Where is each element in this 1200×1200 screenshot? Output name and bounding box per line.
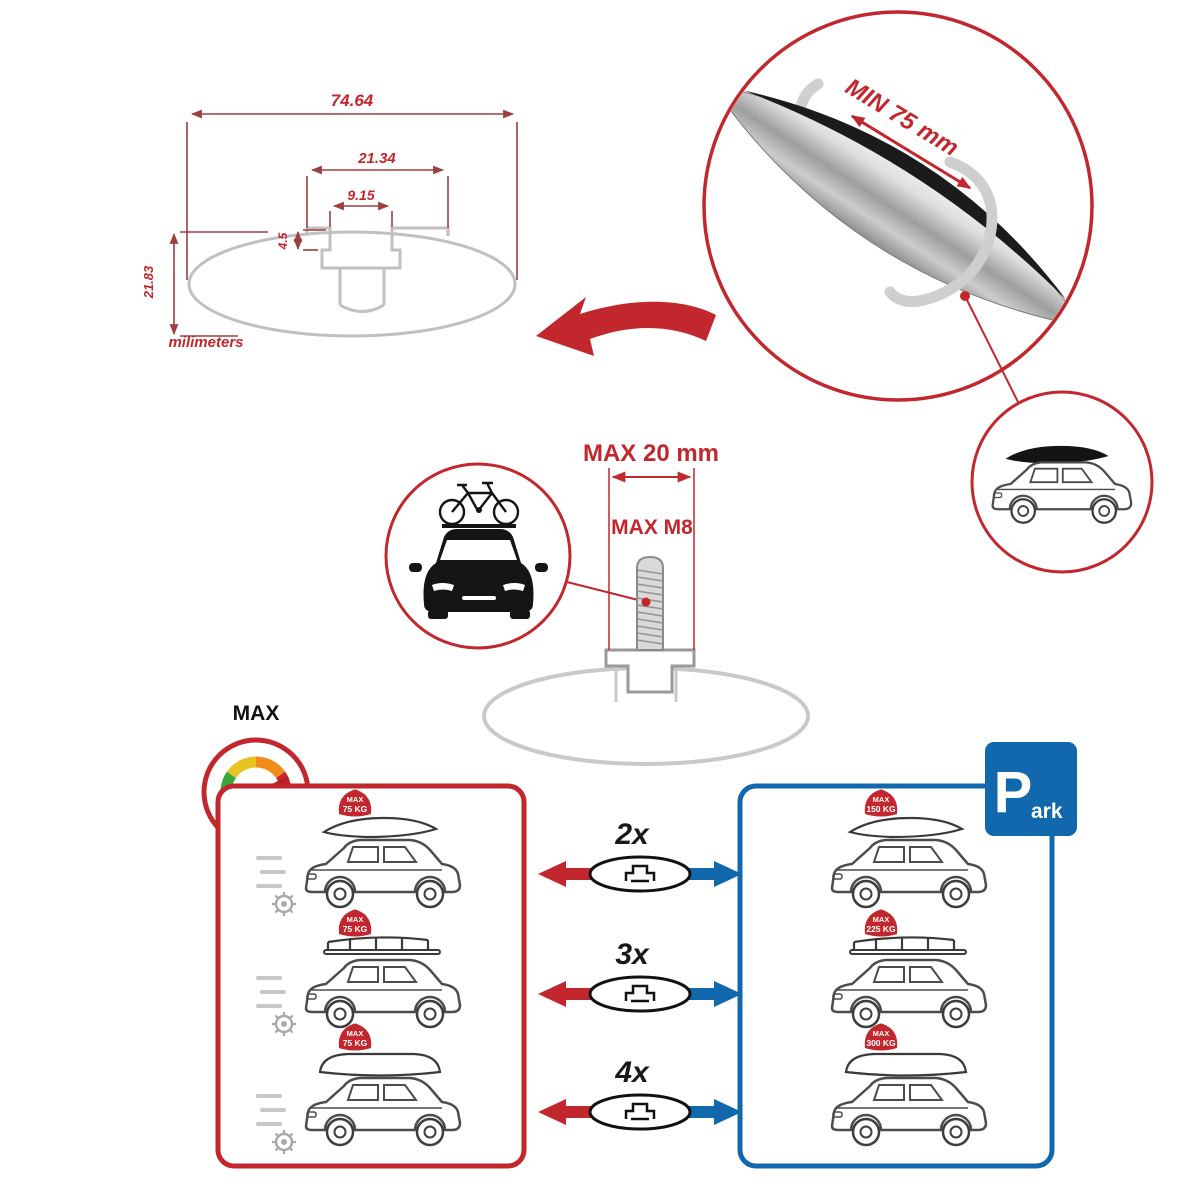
cargo-box-icon — [318, 1052, 442, 1077]
park-letter: P — [994, 760, 1033, 825]
motion-lines — [256, 1094, 286, 1126]
load-tag: MAX 300 KG — [864, 1023, 898, 1051]
roofbox-icon — [321, 816, 439, 839]
car-left-3: MAX 75 KG — [256, 1023, 462, 1154]
car-left-2: MAX 75 KG — [256, 909, 462, 1036]
right-arrow — [686, 981, 742, 1007]
dim-height-total: 21.83 — [141, 265, 156, 299]
ghost-slot-lines — [614, 670, 678, 702]
load-tag-value: 75 KG — [343, 1038, 368, 1048]
speed-max-label: MAX — [233, 702, 280, 725]
comparison-arrows-row-3: 4x — [538, 1056, 742, 1131]
load-tag-value: 225 KG — [866, 924, 896, 934]
bolt-diagram: MAX 20 mm MAX M8 — [482, 440, 810, 766]
load-tag-max: MAX — [873, 1029, 890, 1038]
load-tag-value: 75 KG — [343, 804, 368, 814]
gear-icon — [272, 1012, 296, 1036]
car-right-3: MAX 300 KG — [830, 1023, 988, 1147]
t-slot-glyph — [624, 984, 656, 1003]
bar-oval-icon — [588, 975, 692, 1013]
load-tag-max: MAX — [347, 915, 364, 924]
left-load-panel: MAX 75 KG MAX 75 KG — [215, 783, 527, 1169]
min-grip-arrow — [850, 114, 972, 190]
load-tag-value: 75 KG — [343, 924, 368, 934]
load-tag-value: 300 KG — [866, 1038, 896, 1048]
roof-rack-icon — [323, 936, 441, 955]
bar-detail-circle: MIN 75 mm — [702, 10, 1094, 403]
right-arrow — [686, 1099, 742, 1125]
motion-lines — [256, 976, 286, 1008]
car-right-1: MAX 150 KG — [830, 789, 988, 909]
park-rest: ark — [1031, 800, 1063, 823]
units-label: milimeters — [168, 334, 243, 351]
roofbox-icon — [847, 816, 965, 839]
multiplier-label: 2x — [614, 818, 650, 851]
car-front-icon — [409, 529, 548, 619]
bar-cross-section-outline — [187, 230, 517, 338]
roofbox-car-circle — [970, 390, 1154, 574]
car-left-1: MAX 75 KG — [256, 789, 462, 916]
dim-step-depth: 4.5 — [276, 232, 290, 250]
bolt-length-label: MAX 20 mm — [583, 440, 719, 467]
load-tag-max: MAX — [873, 915, 890, 924]
clamp-lower-hook — [884, 156, 998, 308]
t-slot-glyph — [624, 864, 656, 883]
load-tag-max: MAX — [873, 795, 890, 804]
screw-channel-outline — [338, 268, 386, 313]
clamp-callout-line — [964, 295, 1019, 403]
multiplier-label: 3x — [615, 938, 650, 971]
dim-width-total: 74.64 — [331, 91, 374, 110]
motion-lines — [256, 856, 286, 888]
right-load-panel: MAX 150 KG MAX 225 KG — [737, 783, 1055, 1169]
zoom-pointer-arrow — [536, 297, 716, 356]
park-sign-plate — [985, 742, 1077, 836]
left-arrow — [538, 861, 594, 887]
park-sign: P ark — [985, 742, 1077, 836]
load-tag: MAX 75 KG — [338, 789, 372, 817]
car-right-2: MAX 225 KG — [830, 909, 988, 1029]
load-tag: MAX 75 KG — [338, 909, 372, 937]
roof-rack-icon — [849, 936, 967, 955]
bar-oval-icon — [588, 1093, 692, 1131]
load-tag-max: MAX — [347, 1029, 364, 1038]
dimension-lines — [169, 109, 518, 337]
roofbox-icon — [1005, 445, 1109, 464]
dimension-drawing: 74.64 21.34 9.15 4.5 21.83 milimeters — [141, 91, 518, 351]
t-slot-glyph — [624, 1102, 656, 1121]
multiplier-label: 4x — [614, 1056, 650, 1089]
dim-slot-width: 9.15 — [347, 187, 374, 203]
bolt-callout-line — [566, 581, 647, 603]
bolt-thread-label: MAX M8 — [611, 516, 693, 539]
cargo-box-icon — [844, 1052, 968, 1077]
bar-oval-icon — [588, 855, 692, 893]
gear-icon — [272, 892, 296, 916]
bolt-callout-dot — [641, 597, 651, 607]
load-tag: MAX 225 KG — [864, 909, 898, 937]
t-slot-channel-outline — [305, 226, 450, 270]
left-arrow — [538, 1099, 594, 1125]
gear-icon — [272, 1130, 296, 1154]
load-tag: MAX 75 KG — [338, 1023, 372, 1051]
comparison-arrows-row-2: 3x — [538, 938, 742, 1013]
load-tag: MAX 150 KG — [864, 789, 898, 817]
load-tag-value: 150 KG — [866, 804, 896, 814]
dim-channel-width: 21.34 — [357, 150, 396, 167]
right-arrow — [686, 861, 742, 887]
comparison-arrows-row-1: 2x — [538, 818, 742, 893]
load-tag-max: MAX — [347, 795, 364, 804]
t-slot-adapter — [604, 648, 696, 694]
bolt-dimension-lines — [608, 468, 695, 650]
left-arrow — [538, 981, 594, 1007]
bike-car-circle — [384, 462, 647, 650]
